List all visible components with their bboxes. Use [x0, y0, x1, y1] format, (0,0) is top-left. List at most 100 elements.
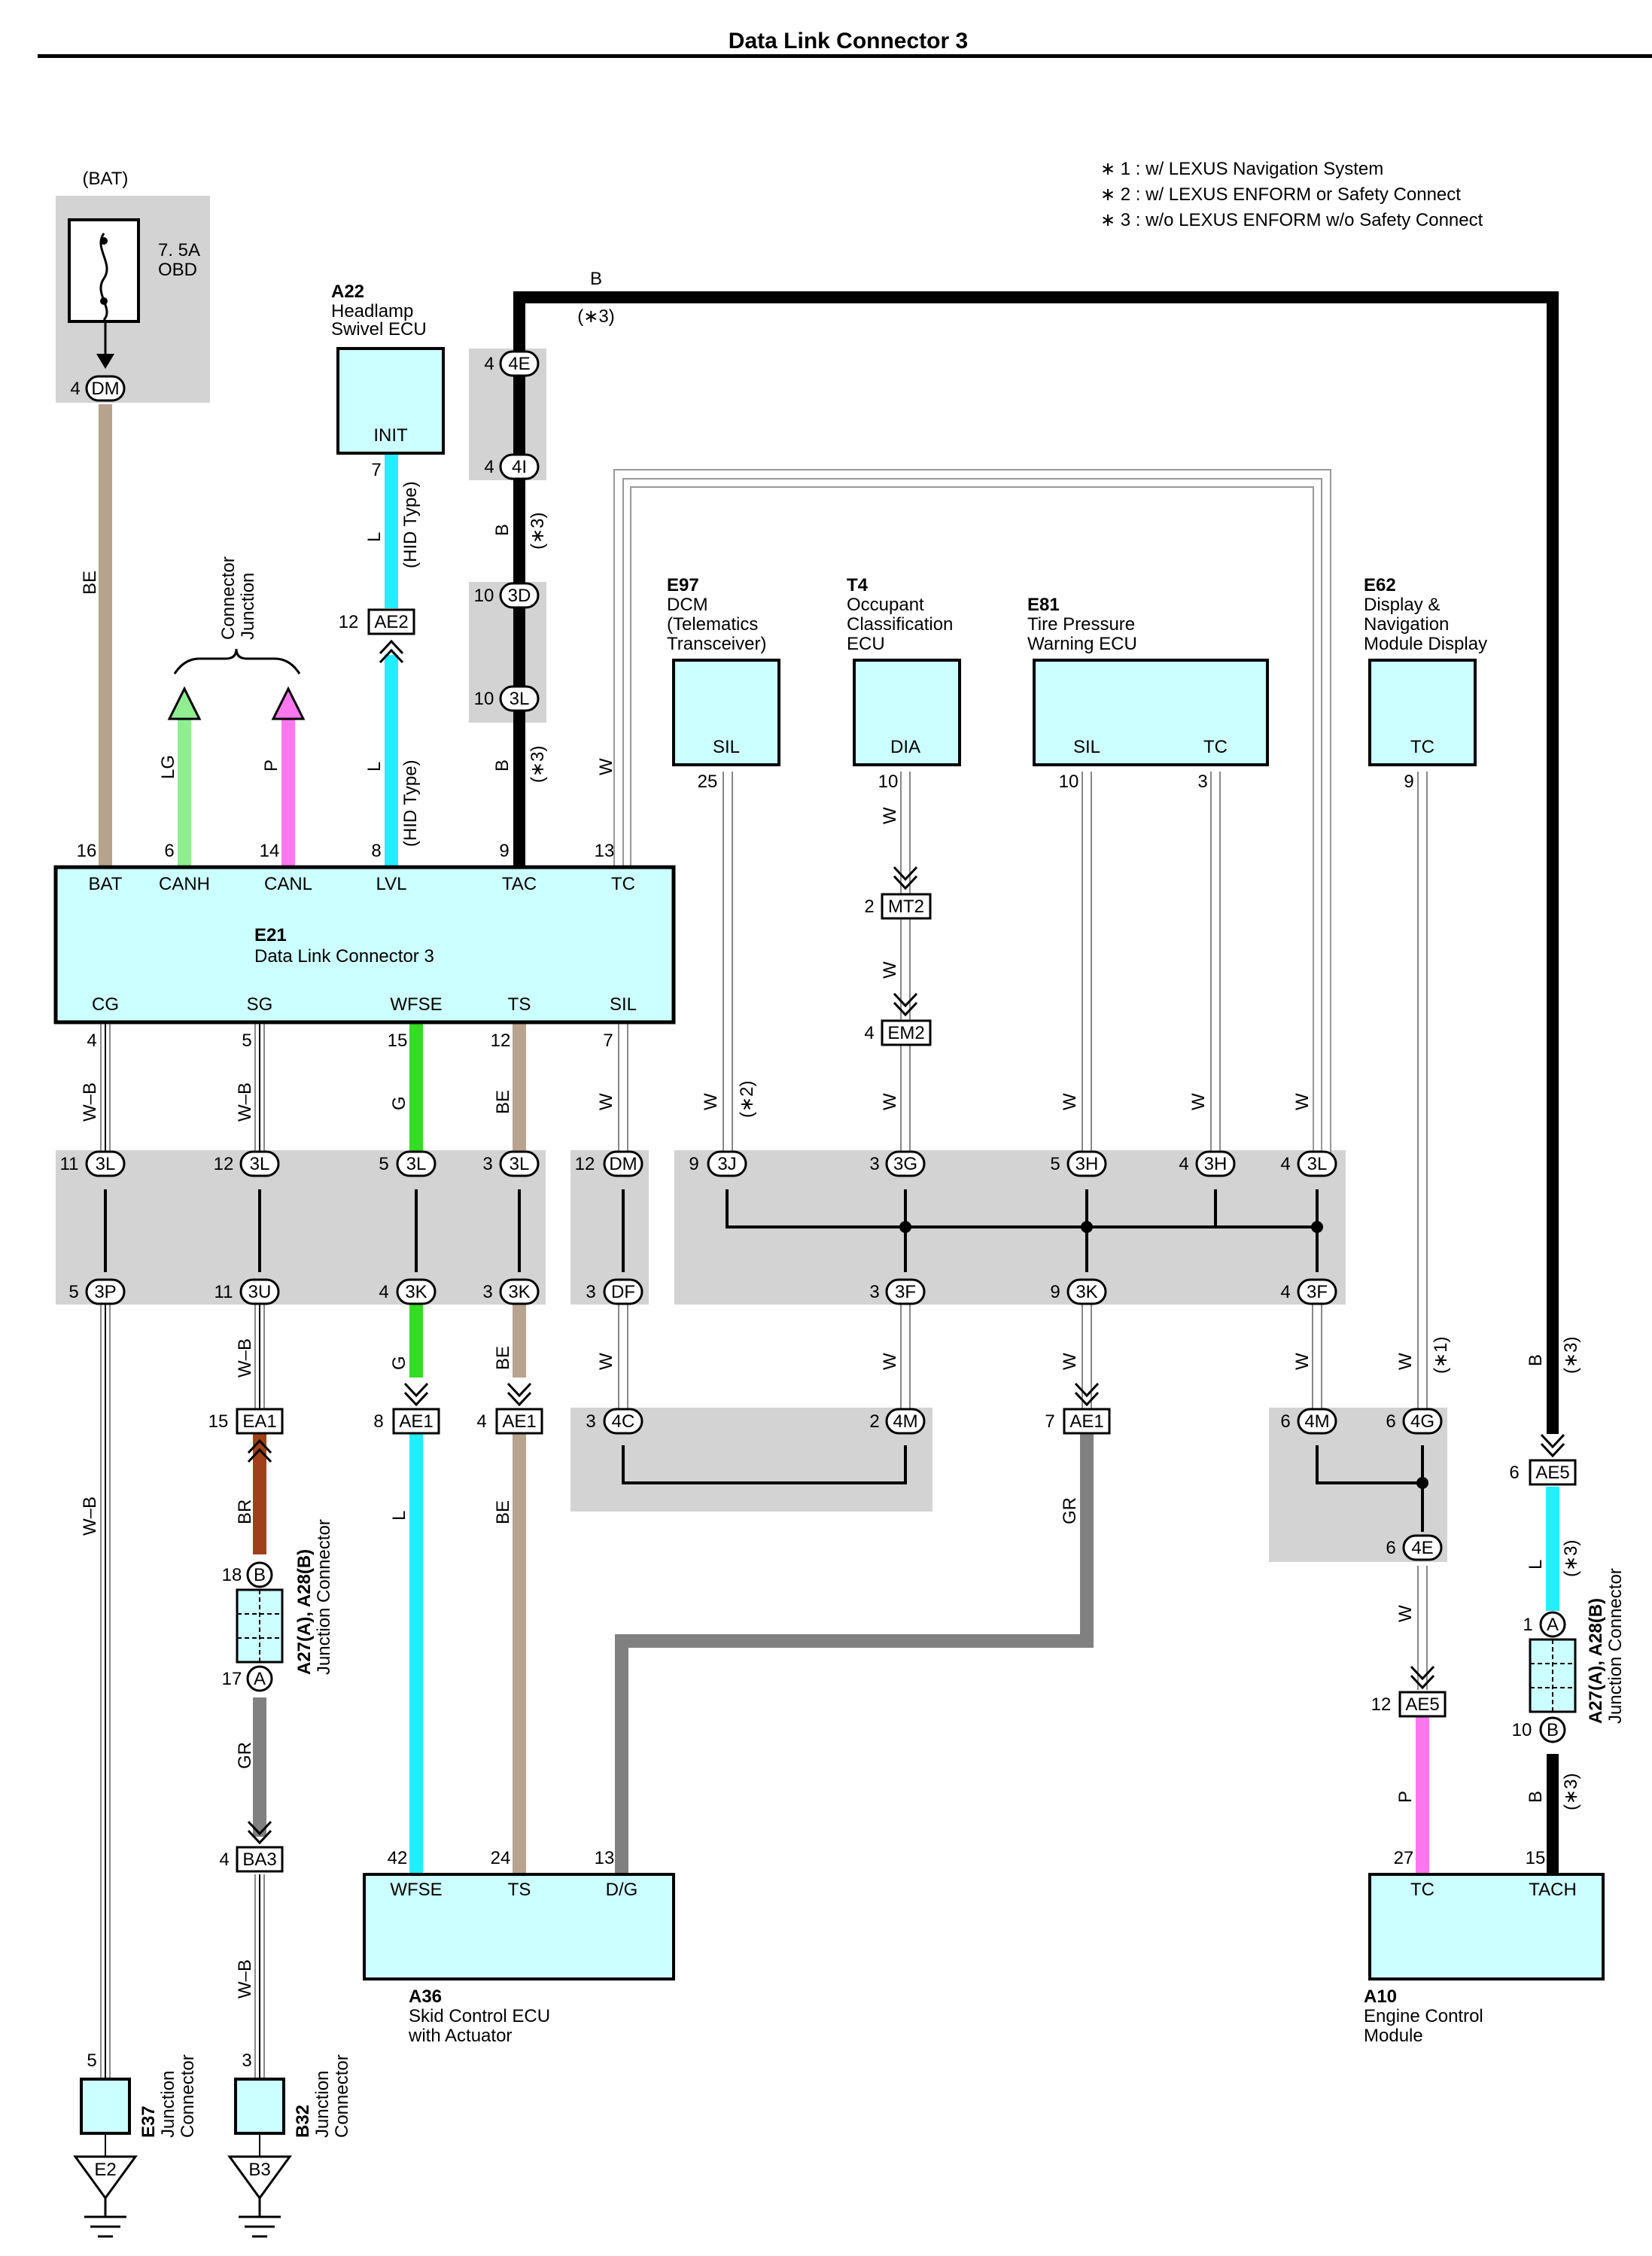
svg-text:TC: TC — [1410, 737, 1434, 757]
svg-text:8: 8 — [373, 1411, 383, 1432]
svg-text:3D: 3D — [508, 586, 531, 606]
svg-text:3F: 3F — [895, 1282, 916, 1302]
svg-text:E81: E81 — [1027, 595, 1060, 615]
svg-text:6: 6 — [1509, 1463, 1519, 1483]
svg-text:Tire Pressure: Tire Pressure — [1027, 614, 1135, 635]
svg-text:DM: DM — [609, 1154, 637, 1174]
svg-text:Connector: Connector — [218, 556, 239, 640]
svg-text:27: 27 — [1394, 1848, 1414, 1868]
svg-text:3: 3 — [242, 2050, 251, 2071]
svg-text:7: 7 — [603, 1031, 613, 1051]
svg-text:4: 4 — [219, 1850, 229, 1870]
svg-text:4: 4 — [87, 1031, 96, 1051]
svg-text:B32: B32 — [293, 2105, 313, 2138]
svg-text:4C: 4C — [612, 1411, 635, 1432]
svg-text:L: L — [364, 762, 385, 772]
svg-text:6: 6 — [164, 841, 174, 861]
page-title: Data Link Connector 3 — [729, 29, 968, 53]
svg-text:ECU: ECU — [847, 634, 885, 654]
svg-text:W: W — [596, 1353, 616, 1370]
note-1: ∗ 1 : w/ LEXUS Navigation System — [1100, 159, 1383, 179]
svg-text:4: 4 — [484, 354, 494, 374]
svg-text:P: P — [261, 760, 281, 772]
wire-w-tc-loop-2 — [630, 486, 1314, 1163]
svg-text:A27(A), A28(B): A27(A), A28(B) — [294, 1549, 315, 1675]
wire-labels: BE LG P L (HID Type) L (HID Type) B (∗3)… — [80, 269, 1581, 1999]
component-e81: E81 Tire Pressure Warning ECU SIL TC 10 … — [1027, 595, 1269, 792]
svg-text:6: 6 — [1280, 1411, 1290, 1432]
svg-text:4E: 4E — [1411, 1538, 1433, 1558]
svg-text:3F: 3F — [1307, 1282, 1328, 1302]
svg-text:W: W — [1395, 1353, 1416, 1370]
svg-text:(∗3): (∗3) — [1561, 1773, 1581, 1810]
svg-text:5: 5 — [242, 1031, 251, 1051]
svg-text:4E: 4E — [508, 354, 530, 374]
svg-text:DF: DF — [611, 1282, 635, 1302]
svg-text:18: 18 — [222, 1565, 242, 1585]
svg-text:3P: 3P — [94, 1282, 116, 1302]
svg-text:A: A — [254, 1669, 266, 1689]
svg-text:7: 7 — [371, 460, 381, 480]
svg-text:AE1: AE1 — [502, 1411, 536, 1432]
svg-text:GR: GR — [235, 1742, 255, 1769]
svg-text:10: 10 — [474, 586, 494, 606]
svg-text:Connector: Connector — [178, 2054, 198, 2138]
svg-text:8: 8 — [371, 841, 381, 861]
component-a27-left: B 18 A 17 A27(A), A28(B) Junction Connec… — [222, 1519, 334, 1692]
svg-text:A10: A10 — [1364, 1987, 1397, 2007]
svg-text:9: 9 — [689, 1154, 698, 1174]
svg-text:5: 5 — [1050, 1154, 1060, 1174]
svg-text:E62: E62 — [1364, 575, 1396, 595]
connectors: AE2 12 MT2 2 EM2 4 EA1 15 AE — [208, 608, 1577, 1873]
svg-text:5: 5 — [87, 2050, 96, 2071]
svg-text:W: W — [1395, 1605, 1416, 1622]
svg-text:3: 3 — [586, 1411, 595, 1432]
note-3: ∗ 3 : w/o LEXUS ENFORM w/o Safety Connec… — [1100, 210, 1483, 230]
svg-text:AE5: AE5 — [1405, 1694, 1439, 1715]
svg-text:(∗1): (∗1) — [1431, 1337, 1451, 1374]
svg-text:3L: 3L — [1307, 1154, 1328, 1174]
component-e97: E97 DCM (Telematics Transceiver) SIL 25 — [667, 575, 780, 792]
svg-text:9: 9 — [499, 841, 509, 861]
component-e62: E62 Display & Navigation Module Display … — [1364, 575, 1487, 792]
svg-text:TAC: TAC — [502, 874, 537, 894]
junction-connector-bracket: Junction Connector — [167, 556, 306, 720]
svg-text:A36: A36 — [409, 1987, 442, 2007]
svg-text:W–B: W–B — [80, 1496, 100, 1536]
svg-text:SIL: SIL — [610, 994, 637, 1015]
svg-text:(∗2): (∗2) — [737, 1081, 757, 1118]
svg-text:Warning ECU: Warning ECU — [1027, 634, 1137, 654]
junctions-row-1: 3L 11 3L 12 3L 5 3L 3 DM 12 3J 9 — [60, 1150, 1337, 1177]
svg-text:W: W — [1060, 1093, 1080, 1110]
wires — [99, 291, 1559, 2078]
svg-text:TS: TS — [508, 1880, 531, 1900]
svg-text:Headlamp: Headlamp — [331, 301, 413, 321]
svg-text:E21: E21 — [254, 925, 287, 945]
svg-text:B: B — [1526, 1354, 1546, 1366]
fuse-name: OBD — [158, 260, 197, 280]
svg-text:14: 14 — [260, 841, 280, 861]
svg-text:3G: 3G — [893, 1154, 917, 1174]
component-e37: 5 E2 E37 Junction Connector — [73, 2050, 198, 2238]
svg-text:L: L — [389, 1511, 409, 1521]
svg-text:(∗3): (∗3) — [1561, 1540, 1581, 1577]
svg-text:SIL: SIL — [1073, 737, 1100, 757]
arrow-down-icon — [96, 354, 114, 369]
svg-text:W: W — [1060, 1353, 1080, 1370]
svg-text:9: 9 — [1404, 772, 1413, 792]
svg-text:BA3: BA3 — [242, 1850, 276, 1870]
junction-box-row-left — [56, 1150, 546, 1305]
svg-text:3H: 3H — [1204, 1154, 1228, 1174]
svg-text:MT2: MT2 — [888, 897, 924, 917]
note-2: ∗ 2 : w/ LEXUS ENFORM or Safety Connect — [1100, 184, 1461, 205]
svg-text:4: 4 — [476, 1411, 486, 1432]
component-a10: TC TACH 27 15 A10 Engine Control Module — [1364, 1848, 1605, 2046]
svg-text:AE5: AE5 — [1535, 1463, 1569, 1483]
svg-text:GR: GR — [1060, 1497, 1080, 1524]
svg-text:42: 42 — [388, 1848, 408, 1868]
svg-text:A27(A), A28(B): A27(A), A28(B) — [1586, 1598, 1606, 1724]
svg-text:4: 4 — [379, 1282, 388, 1302]
svg-text:Display &: Display & — [1364, 595, 1440, 615]
svg-text:4: 4 — [484, 457, 494, 477]
svg-text:W: W — [880, 1093, 900, 1110]
